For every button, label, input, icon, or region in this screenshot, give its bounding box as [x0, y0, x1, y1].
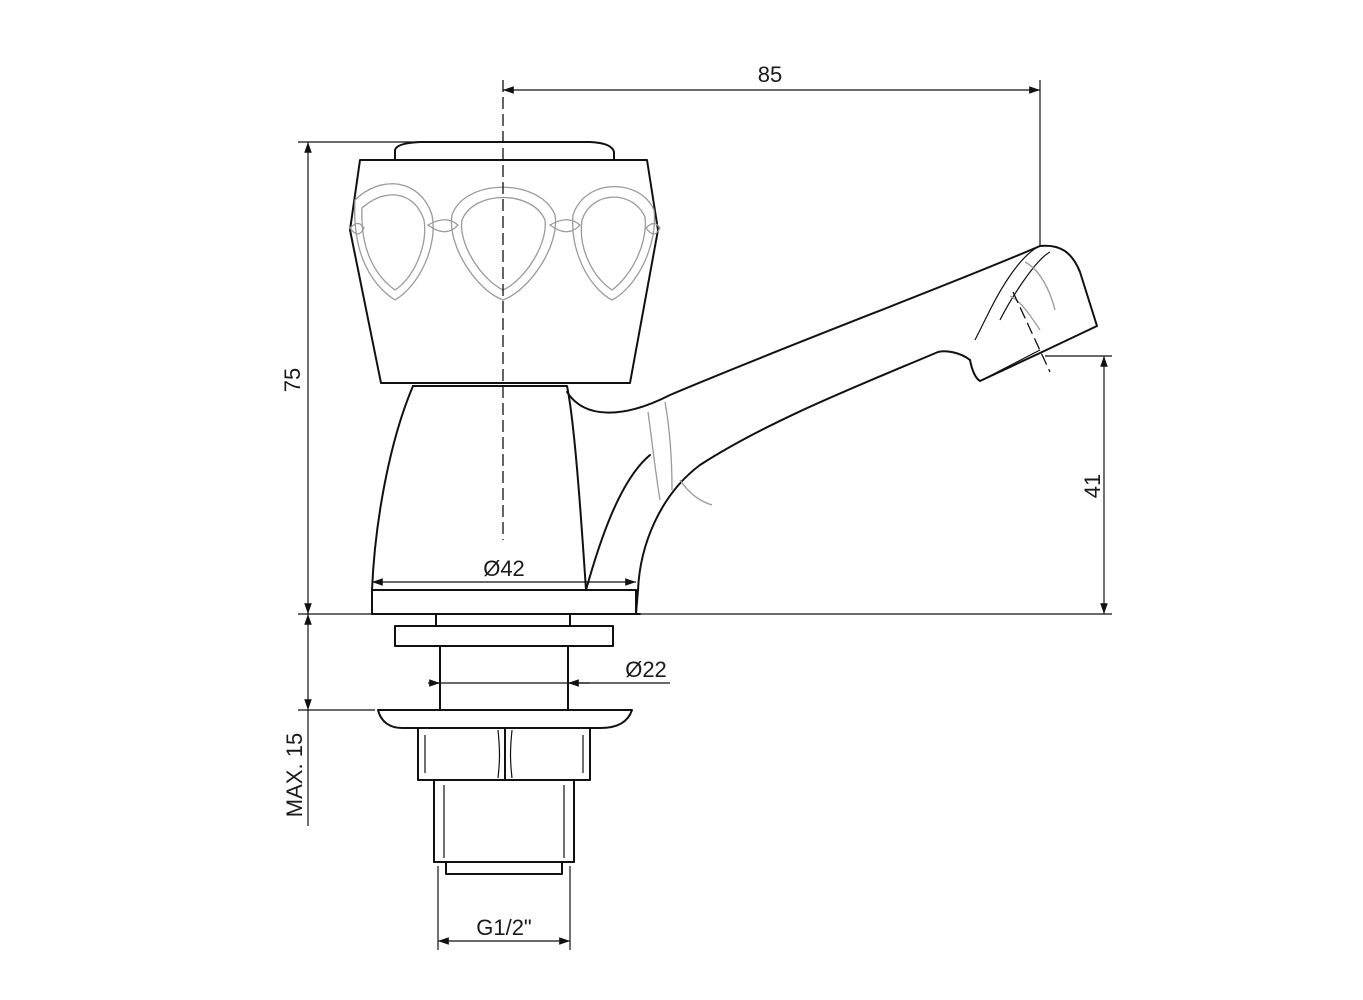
dimension-reach: 85 — [502, 62, 1041, 245]
dimension-base-diameter-label: Ø42 — [483, 556, 525, 581]
spout-outlet-axis — [1012, 291, 1051, 373]
dimension-max-thickness: MAX. 15 — [282, 614, 375, 826]
dimension-base-diameter: Ø42 — [372, 556, 636, 586]
mounting-assembly — [377, 613, 633, 875]
dimension-spout-height-label: 41 — [1080, 474, 1105, 498]
dimension-thread: G1/2" — [437, 866, 571, 950]
dimension-total-height-label: 75 — [280, 368, 305, 392]
handle-knob — [349, 141, 661, 384]
dimension-thread-label: G1/2" — [476, 915, 532, 940]
dimension-shank-diameter-label: Ø22 — [625, 657, 667, 682]
dimension-spout-height: 41 — [640, 355, 1112, 615]
dimension-total-height: 75 — [280, 141, 420, 615]
dimension-reach-label: 85 — [758, 62, 782, 87]
dimension-shank-diameter: Ø22 — [428, 657, 670, 687]
spout — [566, 244, 1098, 615]
dimension-max-thickness-label: MAX. 15 — [282, 733, 307, 817]
